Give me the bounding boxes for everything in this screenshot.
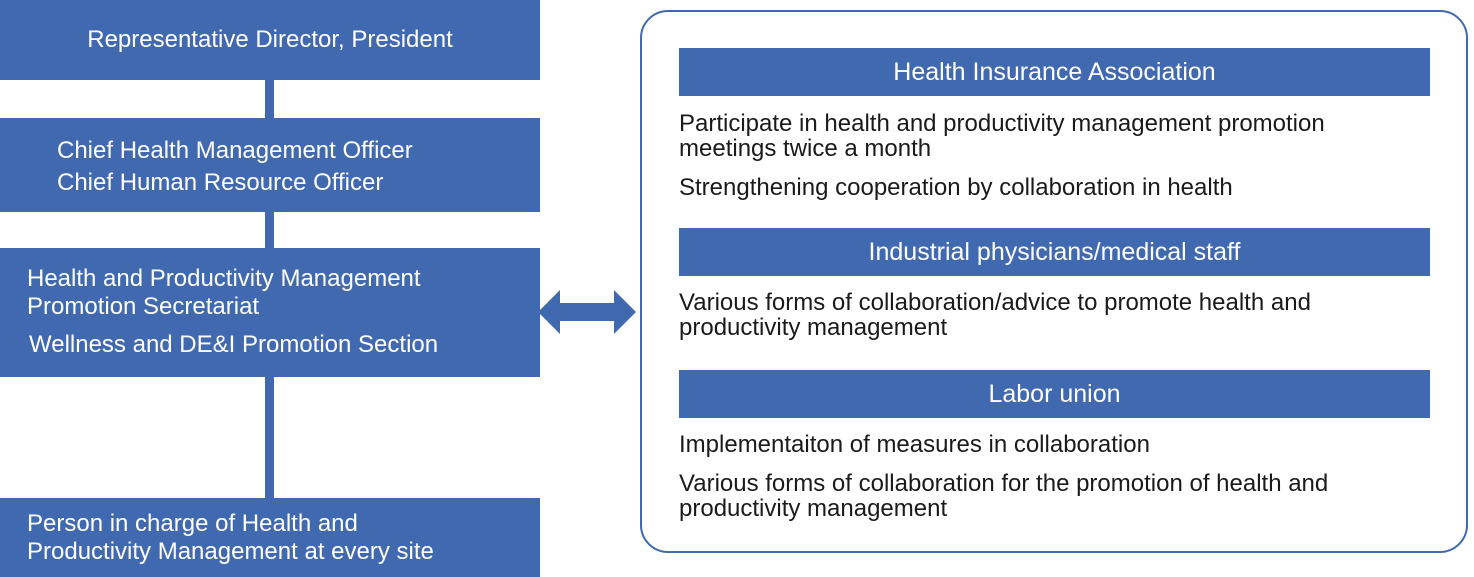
- secretariat-box: Health and Productivity Management Promo…: [0, 248, 540, 377]
- site-person-label-line-1: Person in charge of Health and: [27, 510, 358, 537]
- double-arrow-icon: [538, 290, 636, 334]
- secretariat-label-line-1: Health and Productivity Management: [27, 265, 421, 292]
- industrial-physicians-header: Industrial physicians/medical staff: [679, 228, 1430, 276]
- connector-line-middle: [265, 212, 274, 248]
- industrial-physicians-item-advice: Various forms of collaboration/advice to…: [679, 289, 1311, 341]
- president-label: Representative Director, President: [87, 26, 453, 53]
- labor-union-item-measures: Implementaiton of measures in collaborat…: [679, 431, 1150, 458]
- chief-health-officer-label: Chief Health Management Officer: [57, 137, 413, 164]
- labor-union-header: Labor union: [679, 370, 1430, 418]
- site-person-box: Person in charge of Health and Productiv…: [0, 498, 540, 577]
- health-insurance-association-header: Health Insurance Association: [679, 48, 1430, 96]
- chief-officers-box: Chief Health Management Officer Chief Hu…: [0, 118, 540, 212]
- chief-hr-officer-label: Chief Human Resource Officer: [57, 169, 384, 196]
- president-box: Representative Director, President: [0, 0, 540, 80]
- wellness-section-label: Wellness and DE&I Promotion Section: [29, 331, 439, 358]
- site-person-label-line-2: Productivity Management at every site: [27, 538, 434, 565]
- secretariat-label-line-2: Promotion Secretariat: [27, 293, 260, 320]
- health-insurance-item-cooperation: Strengthening cooperation by collaborati…: [679, 174, 1233, 201]
- partners-panel: [640, 10, 1468, 553]
- connector-line-bottom: [265, 377, 274, 498]
- connector-line-top: [265, 80, 274, 118]
- labor-union-item-promotion: Various forms of collaboration for the p…: [679, 470, 1329, 522]
- health-insurance-item-meetings: Participate in health and productivity m…: [679, 110, 1325, 162]
